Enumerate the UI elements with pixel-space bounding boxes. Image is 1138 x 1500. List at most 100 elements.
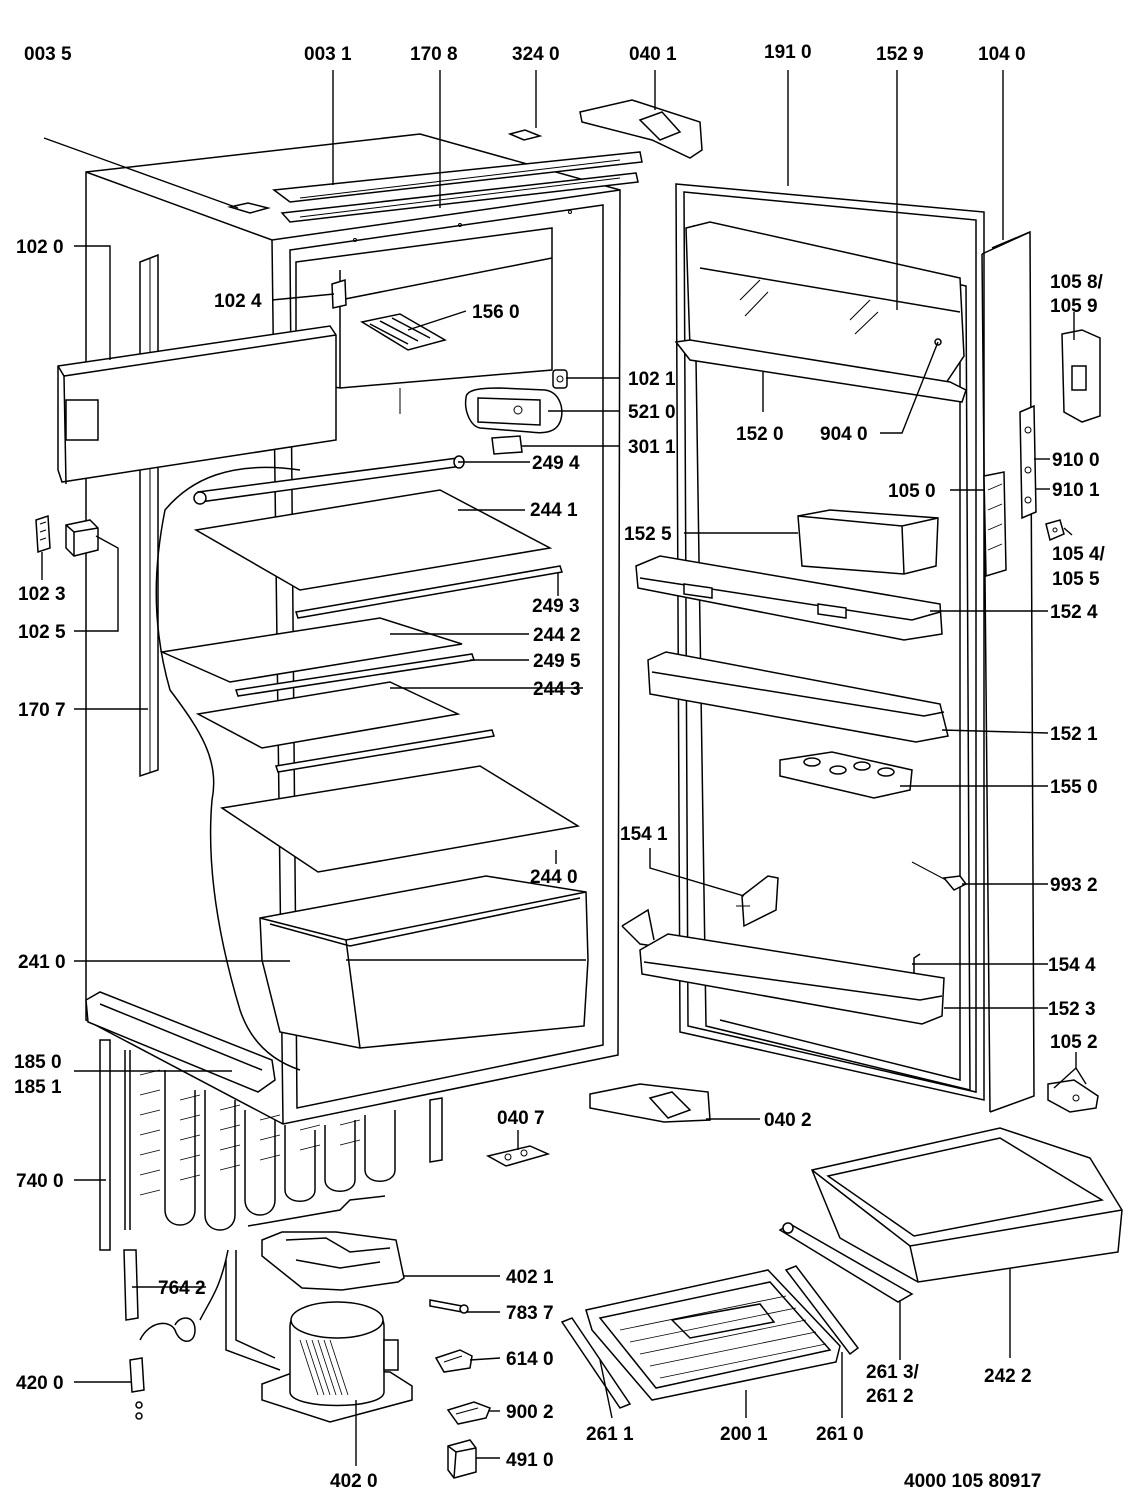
part-324-0-clip	[507, 129, 543, 141]
label-104-0: 104 0	[978, 44, 1026, 65]
part-155-0-egg-rack	[779, 751, 913, 799]
label-249-4: 249 4	[532, 453, 580, 474]
label-040-7: 040 7	[497, 1108, 545, 1129]
label-003-5: 003 5	[24, 44, 72, 65]
part-244-2-shelf	[159, 617, 463, 683]
part-200-1-shelf	[585, 1269, 841, 1401]
label-904-0: 904 0	[820, 424, 868, 445]
label-491-0: 491 0	[506, 1450, 554, 1471]
label-910-0: 910 0	[1052, 450, 1100, 471]
part-152-0-tray	[674, 339, 967, 403]
part-102-3-clip	[35, 514, 51, 554]
part-242-2-tray	[810, 1127, 1123, 1283]
label-764-2: 764 2	[158, 1278, 206, 1299]
label-261-1: 261 1	[586, 1424, 634, 1445]
part-249-3-trim	[295, 565, 563, 619]
label-900-2: 900 2	[506, 1402, 554, 1423]
label-261-3: 261 3/	[866, 1362, 920, 1383]
label-102-1: 102 1	[628, 369, 676, 390]
label-102-0: 102 0	[16, 237, 64, 258]
part-491-0-cover	[447, 1439, 477, 1479]
part-door-liner	[693, 225, 971, 1091]
label-185-1: 185 1	[14, 1077, 62, 1098]
part-152-5-box	[797, 509, 939, 575]
label-244-1: 244 1	[530, 500, 578, 521]
part-783-7-plug	[429, 1299, 469, 1314]
label-152-0: 152 0	[736, 424, 784, 445]
label-152-9: 152 9	[876, 44, 924, 65]
part-040-2-bottom-hinge	[589, 1083, 711, 1123]
label-910-1: 910 1	[1052, 480, 1100, 501]
part-102-5-block	[65, 519, 99, 557]
label-521-0: 521 0	[628, 402, 676, 423]
part-241-0-crisper	[259, 875, 589, 1049]
label-200-1: 200 1	[720, 1424, 768, 1445]
part-402-0-compressor	[261, 1301, 413, 1423]
label-040-1: 040 1	[629, 44, 677, 65]
leader-lines	[41, 70, 1087, 1466]
part-614-0-relay	[434, 1349, 473, 1373]
label-105-2: 105 2	[1050, 1032, 1098, 1053]
part-003-5-block	[227, 202, 271, 214]
label-244-0: 244 0	[530, 867, 578, 888]
label-105-8: 105 8/	[1050, 272, 1104, 293]
part-521-0-thermostat	[464, 387, 563, 434]
label-105-5: 105 5	[1052, 569, 1100, 590]
part-040-1-top-hinge	[579, 99, 703, 159]
drawing-number: 4000 105 80917	[904, 1471, 1041, 1492]
part-105-8-hinge	[1061, 329, 1101, 423]
part-764-2-capillary	[123, 1249, 229, 1342]
label-301-1: 301 1	[628, 437, 676, 458]
part-402-1-bracket	[261, 1231, 405, 1291]
label-154-1: 154 1	[620, 824, 668, 845]
part-105-4-pin	[1045, 519, 1065, 542]
part-261-0-rail	[784, 1265, 860, 1356]
part-105-0-strip	[983, 471, 1007, 578]
label-154-4: 154 4	[1048, 955, 1096, 976]
part-244-3-shelf	[195, 681, 461, 749]
label-152-4: 152 4	[1050, 602, 1098, 623]
label-614-0: 614 0	[506, 1349, 554, 1370]
label-324-0: 324 0	[512, 44, 560, 65]
label-152-1: 152 1	[1050, 724, 1098, 745]
part-420-0-sensor	[129, 1357, 145, 1420]
part-261-1-rail	[560, 1317, 632, 1409]
label-152-3: 152 3	[1048, 999, 1096, 1020]
label-261-0: 261 0	[816, 1424, 864, 1445]
label-402-1: 402 1	[506, 1267, 554, 1288]
part-740-0-condenser	[99, 1039, 443, 1251]
part-244-0-shelf	[219, 765, 581, 873]
part-trim-lower	[275, 729, 495, 773]
label-105-4: 105 4/	[1052, 544, 1106, 565]
label-105-0: 105 0	[888, 481, 936, 502]
label-102-5: 102 5	[18, 622, 66, 643]
label-241-0: 241 0	[18, 952, 66, 973]
label-244-2: 244 2	[533, 625, 581, 646]
part-261-3-rail	[778, 1222, 914, 1303]
part-labels: 003 5 003 1 170 8 324 0 040 1 191 0 152 …	[14, 42, 1106, 1492]
label-170-8: 170 8	[410, 44, 458, 65]
part-156-0-ice-tray	[359, 313, 447, 351]
part-102-4-cover	[331, 278, 347, 309]
part-152-4-bin	[635, 555, 943, 641]
part-244-1-shelf	[193, 489, 553, 591]
pipe-lines	[225, 1195, 386, 1371]
label-156-0: 156 0	[472, 302, 520, 323]
part-249-4-trim	[193, 455, 465, 505]
label-105-9: 105 9	[1050, 296, 1098, 317]
part-185-0-bottom-trim	[85, 991, 276, 1093]
part-003-1-top-rail	[272, 151, 643, 223]
part-102-0-panel	[57, 325, 337, 485]
label-993-2: 993 2	[1050, 875, 1098, 896]
label-420-0: 420 0	[16, 1373, 64, 1394]
label-244-3: 244 3	[533, 679, 581, 700]
label-402-0: 402 0	[330, 1471, 378, 1492]
part-102-1-sensor	[552, 369, 568, 389]
part-191-0-gasket	[675, 183, 985, 1101]
label-242-2: 242 2	[984, 1366, 1032, 1387]
part-152-3-bin	[639, 933, 945, 1025]
part-301-1-plate	[491, 435, 523, 455]
label-249-3: 249 3	[532, 596, 580, 617]
label-152-5: 152 5	[624, 524, 672, 545]
